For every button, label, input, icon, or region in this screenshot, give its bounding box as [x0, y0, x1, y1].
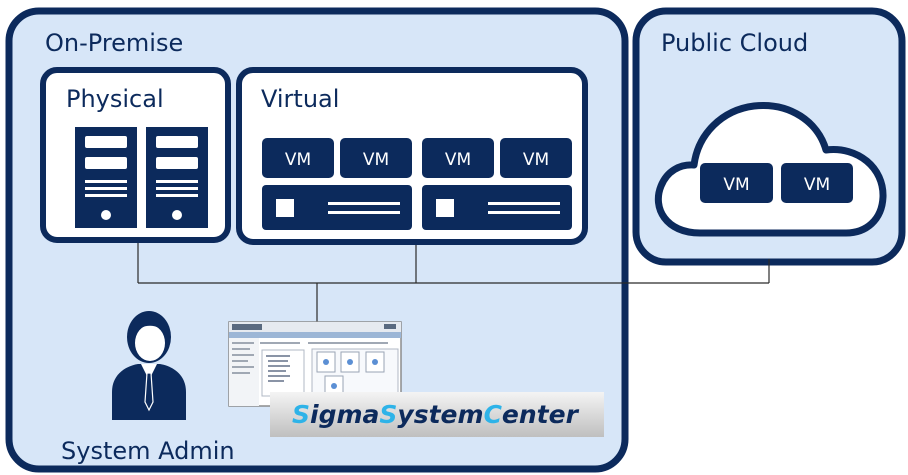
- server-icon-2: [146, 127, 208, 228]
- logo-letter-s: S: [292, 400, 310, 429]
- svg-text:VM: VM: [523, 150, 549, 170]
- virtual-title: Virtual: [261, 85, 339, 113]
- logo-letter-s2: S: [379, 400, 397, 429]
- server-icon-1: [75, 127, 137, 228]
- svg-text:VM: VM: [804, 175, 830, 195]
- virtual-vm-1: VM: [262, 138, 334, 178]
- svg-text:VM: VM: [723, 175, 749, 195]
- management-console-screenshot: [228, 321, 402, 407]
- public-cloud-title: Public Cloud: [661, 29, 808, 57]
- svg-text:VM: VM: [363, 150, 389, 170]
- virtual-vm-4: VM: [500, 138, 572, 178]
- logo-text-ystem: ystem: [397, 400, 483, 429]
- logo-text-igma: igma: [310, 400, 379, 429]
- host-server-1-icon: [262, 185, 412, 230]
- physical-title: Physical: [66, 85, 164, 113]
- svg-text:VM: VM: [445, 150, 471, 170]
- logo-letter-c: C: [484, 400, 503, 429]
- admin-label: System Admin: [61, 437, 235, 465]
- admin-person-icon: [112, 311, 186, 420]
- svg-text:SigmaSystemCenter: SigmaSystemCenter: [292, 400, 580, 429]
- svg-text:VM: VM: [285, 150, 311, 170]
- host-server-2-icon: [422, 185, 572, 230]
- cloud-vm-1: VM: [700, 163, 773, 203]
- logo-text-enter: enter: [502, 400, 580, 429]
- cloud-vm-2: VM: [781, 163, 853, 203]
- virtual-vm-3: VM: [422, 138, 494, 178]
- on-premise-title: On-Premise: [45, 29, 183, 57]
- virtual-vm-2: VM: [340, 138, 412, 178]
- connector-lines: [137, 240, 770, 323]
- sigmasystemcenter-logo: SigmaSystemCenter: [270, 392, 604, 437]
